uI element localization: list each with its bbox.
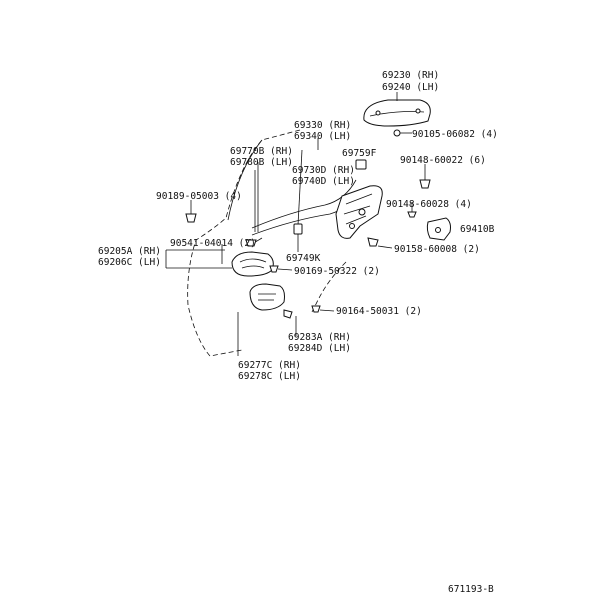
callout-brackets [165,244,297,356]
label-90148-60022: 90148-60022 (6) [400,155,486,166]
label-90541: 90541-04014 (2) [170,238,256,249]
label-69330: 69330 (RH) [294,120,351,131]
label-90105: 90105-06082 (4) [412,129,498,140]
label-69283a: 69283A (RH) [288,332,351,343]
clip-90189 [185,200,197,223]
clip-69759f [355,159,367,170]
inside-door-handle [231,251,274,277]
label-90164: 90164-50031 (2) [336,306,422,317]
handle-bezel [249,283,293,319]
label-69284d: 69284D (LH) [288,343,351,354]
striker-69410b [426,217,451,241]
label-69206c: 69206C (LH) [98,257,161,268]
door-lock-assembly [335,185,383,239]
label-69749k: 69749K [286,253,321,264]
label-69278c: 69278C (LH) [238,371,301,382]
label-69410b: 69410B [460,224,495,235]
label-69770b: 69770B (RH) [230,146,293,157]
label-69230: 69230 (RH) [382,70,439,81]
screw-90164 [311,305,335,313]
clip-69749k [293,223,303,252]
label-69759f: 69759F [342,148,377,159]
label-90158: 90158-60008 (2) [394,244,480,255]
screw-90148-60022 [419,164,431,189]
label-90189: 90189-05003 (4) [156,191,242,202]
label-90169: 90169-50322 (2) [294,266,380,277]
label-69730d: 69730D (RH) [292,165,355,176]
door-outline [187,129,347,357]
label-69740d: 69740D (LH) [292,176,355,187]
screw-90158 [367,237,393,249]
label-69277c: 69277C (RH) [238,360,301,371]
diagram-id: 671193-B [448,584,494,595]
label-69780b: 69780B (LH) [230,157,293,168]
bolt-90105 [393,129,412,137]
outside-door-handle [363,99,431,127]
label-69240: 69240 (LH) [382,82,439,93]
clip-90541 [245,239,257,247]
screw-90148-60028 [407,202,417,218]
screw-90169 [269,265,293,273]
label-90148-60028: 90148-60028 (4) [386,199,472,210]
label-69205a: 69205A (RH) [98,246,161,257]
label-69340: 69340 (LH) [294,131,351,142]
